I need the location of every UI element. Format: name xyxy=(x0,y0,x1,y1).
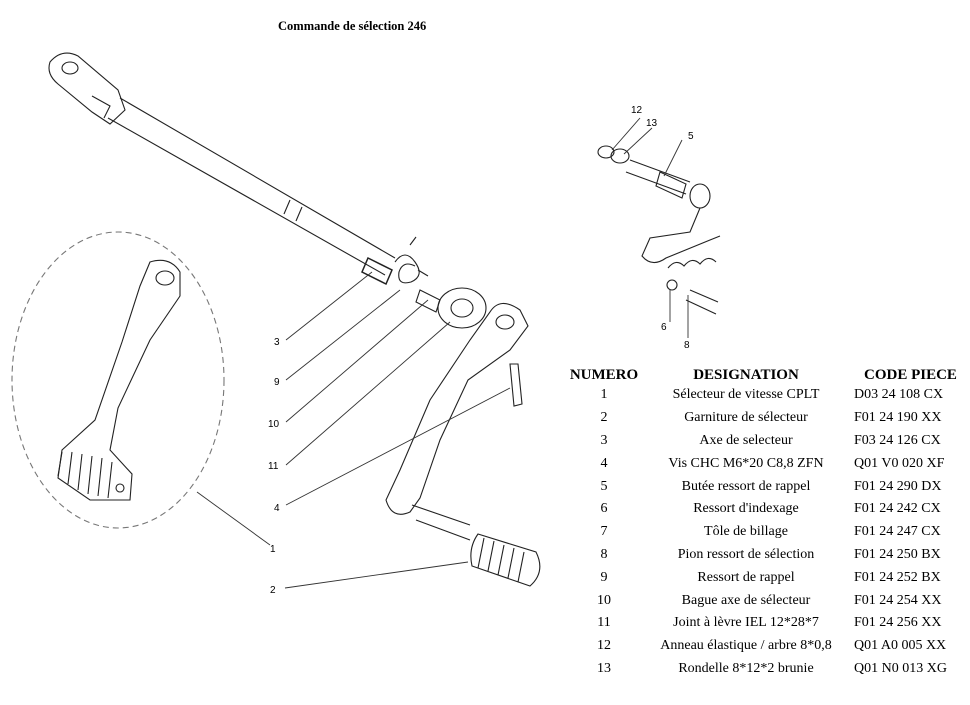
header-designation: DESIGNATION xyxy=(693,367,799,383)
table-row: 1 Sélecteur de vitesse CPLT D03 24 108 CX xyxy=(562,384,957,407)
callout-6: 6 xyxy=(661,322,667,333)
row-designation: Rondelle 8*12*2 brunie xyxy=(678,660,814,676)
row-code: F01 24 256 XX xyxy=(854,615,942,631)
row-designation: Anneau élastique / arbre 8*0,8 xyxy=(660,638,832,654)
header-code-piece: CODE PIECE xyxy=(864,367,957,383)
callout-13: 13 xyxy=(646,118,658,129)
callout-10: 10 xyxy=(268,419,280,430)
row-designation: Axe de selecteur xyxy=(699,432,793,448)
row-numero: 3 xyxy=(600,432,608,448)
row-code: D03 24 108 CX xyxy=(854,387,944,403)
row-numero: 8 xyxy=(600,546,608,562)
lip-seal-drawing xyxy=(437,287,487,329)
table-row: 2 Garniture de sélecteur F01 24 190 XX xyxy=(562,407,957,430)
bushing-drawing xyxy=(415,289,441,313)
table-row: 9 Ressort de rappel F01 24 252 BX xyxy=(562,566,957,589)
parts-table: NUMERO DESIGNATION CODE PIECE 1 Sélecteur… xyxy=(562,362,957,680)
row-designation: Tôle de billage xyxy=(704,524,788,540)
table-row: 6 Ressort d'indexage F01 24 242 CX xyxy=(562,498,957,521)
row-numero: 13 xyxy=(597,660,611,676)
row-designation: Sélecteur de vitesse CPLT xyxy=(672,387,820,403)
row-numero: 11 xyxy=(597,615,611,631)
callout-5: 5 xyxy=(688,131,694,142)
row-code: Q01 V0 020 XF xyxy=(854,455,945,471)
callout-9: 9 xyxy=(274,377,280,388)
row-code: F01 24 254 XX xyxy=(854,592,942,608)
table-row: 4 Vis CHC M6*20 C8,8 ZFN Q01 V0 020 XF xyxy=(562,452,957,475)
row-numero: 4 xyxy=(600,455,608,471)
row-numero: 12 xyxy=(597,638,611,654)
inset-lever-drawing xyxy=(57,259,181,501)
screw-drawing xyxy=(509,363,523,407)
row-numero: 6 xyxy=(600,501,608,517)
table-row: 13 Rondelle 8*12*2 brunie Q01 N0 013 XG xyxy=(562,658,957,681)
row-designation: Pion ressort de sélection xyxy=(677,546,815,562)
selector-lever-drawing xyxy=(385,302,529,515)
table-row: 7 Tôle de billage F01 24 247 CX xyxy=(562,521,957,544)
header-numero: NUMERO xyxy=(569,367,639,383)
detail-drawing xyxy=(597,145,721,315)
row-code: F01 24 252 BX xyxy=(854,569,941,585)
table-row: 10 Bague axe de sélecteur F01 24 254 XX xyxy=(562,589,957,612)
table-header-row: NUMERO DESIGNATION CODE PIECE xyxy=(562,362,957,384)
row-designation: Ressort de rappel xyxy=(697,569,795,585)
callout-11: 11 xyxy=(268,461,279,472)
row-code: F01 24 190 XX xyxy=(854,410,942,426)
callout-4: 4 xyxy=(274,503,280,514)
row-designation: Ressort d'indexage xyxy=(693,501,799,517)
row-code: F01 24 242 CX xyxy=(854,501,941,517)
pedal-rubber-drawing xyxy=(470,533,541,587)
table-row: 3 Axe de selecteur F03 24 126 CX xyxy=(562,430,957,453)
row-numero: 7 xyxy=(600,524,608,540)
row-designation: Butée ressort de rappel xyxy=(681,478,811,494)
shaft-lever-drawing xyxy=(48,52,126,125)
callout-8: 8 xyxy=(684,340,690,351)
table-row: 11 Joint à lèvre IEL 12*28*7 F01 24 256 XX xyxy=(562,612,957,635)
row-code: F01 24 250 BX xyxy=(854,546,941,562)
row-numero: 5 xyxy=(600,478,608,494)
return-spring-drawing xyxy=(394,236,429,284)
callout-2: 2 xyxy=(270,585,276,596)
callout-1: 1 xyxy=(270,544,276,555)
row-code: F03 24 126 CX xyxy=(854,432,941,448)
row-numero: 1 xyxy=(600,387,608,403)
row-numero: 2 xyxy=(600,410,608,426)
table-row: 8 Pion ressort de sélection F01 24 250 BX xyxy=(562,544,957,567)
row-code: Q01 N0 013 XG xyxy=(854,660,947,676)
row-numero: 10 xyxy=(597,592,611,608)
row-designation: Joint à lèvre IEL 12*28*7 xyxy=(673,615,819,631)
row-code: F01 24 247 CX xyxy=(854,524,941,540)
callout-12: 12 xyxy=(631,105,643,116)
callout-3: 3 xyxy=(274,337,280,348)
row-numero: 9 xyxy=(600,569,608,585)
table-row: 12 Anneau élastique / arbre 8*0,8 Q01 A0 0… xyxy=(562,635,957,658)
shaft-drawing xyxy=(107,97,396,276)
row-code: F01 24 290 DX xyxy=(854,478,942,494)
row-designation: Bague axe de sélecteur xyxy=(681,592,811,608)
table-row: 5 Butée ressort de rappel F01 24 290 DX xyxy=(562,475,957,498)
inset-circle-drawing xyxy=(11,231,225,529)
row-designation: Vis CHC M6*20 C8,8 ZFN xyxy=(668,455,824,471)
row-designation: Garniture de sélecteur xyxy=(684,410,808,426)
diagram-title: Commande de sélection 246 xyxy=(278,19,427,33)
row-code: Q01 A0 005 XX xyxy=(854,638,947,654)
